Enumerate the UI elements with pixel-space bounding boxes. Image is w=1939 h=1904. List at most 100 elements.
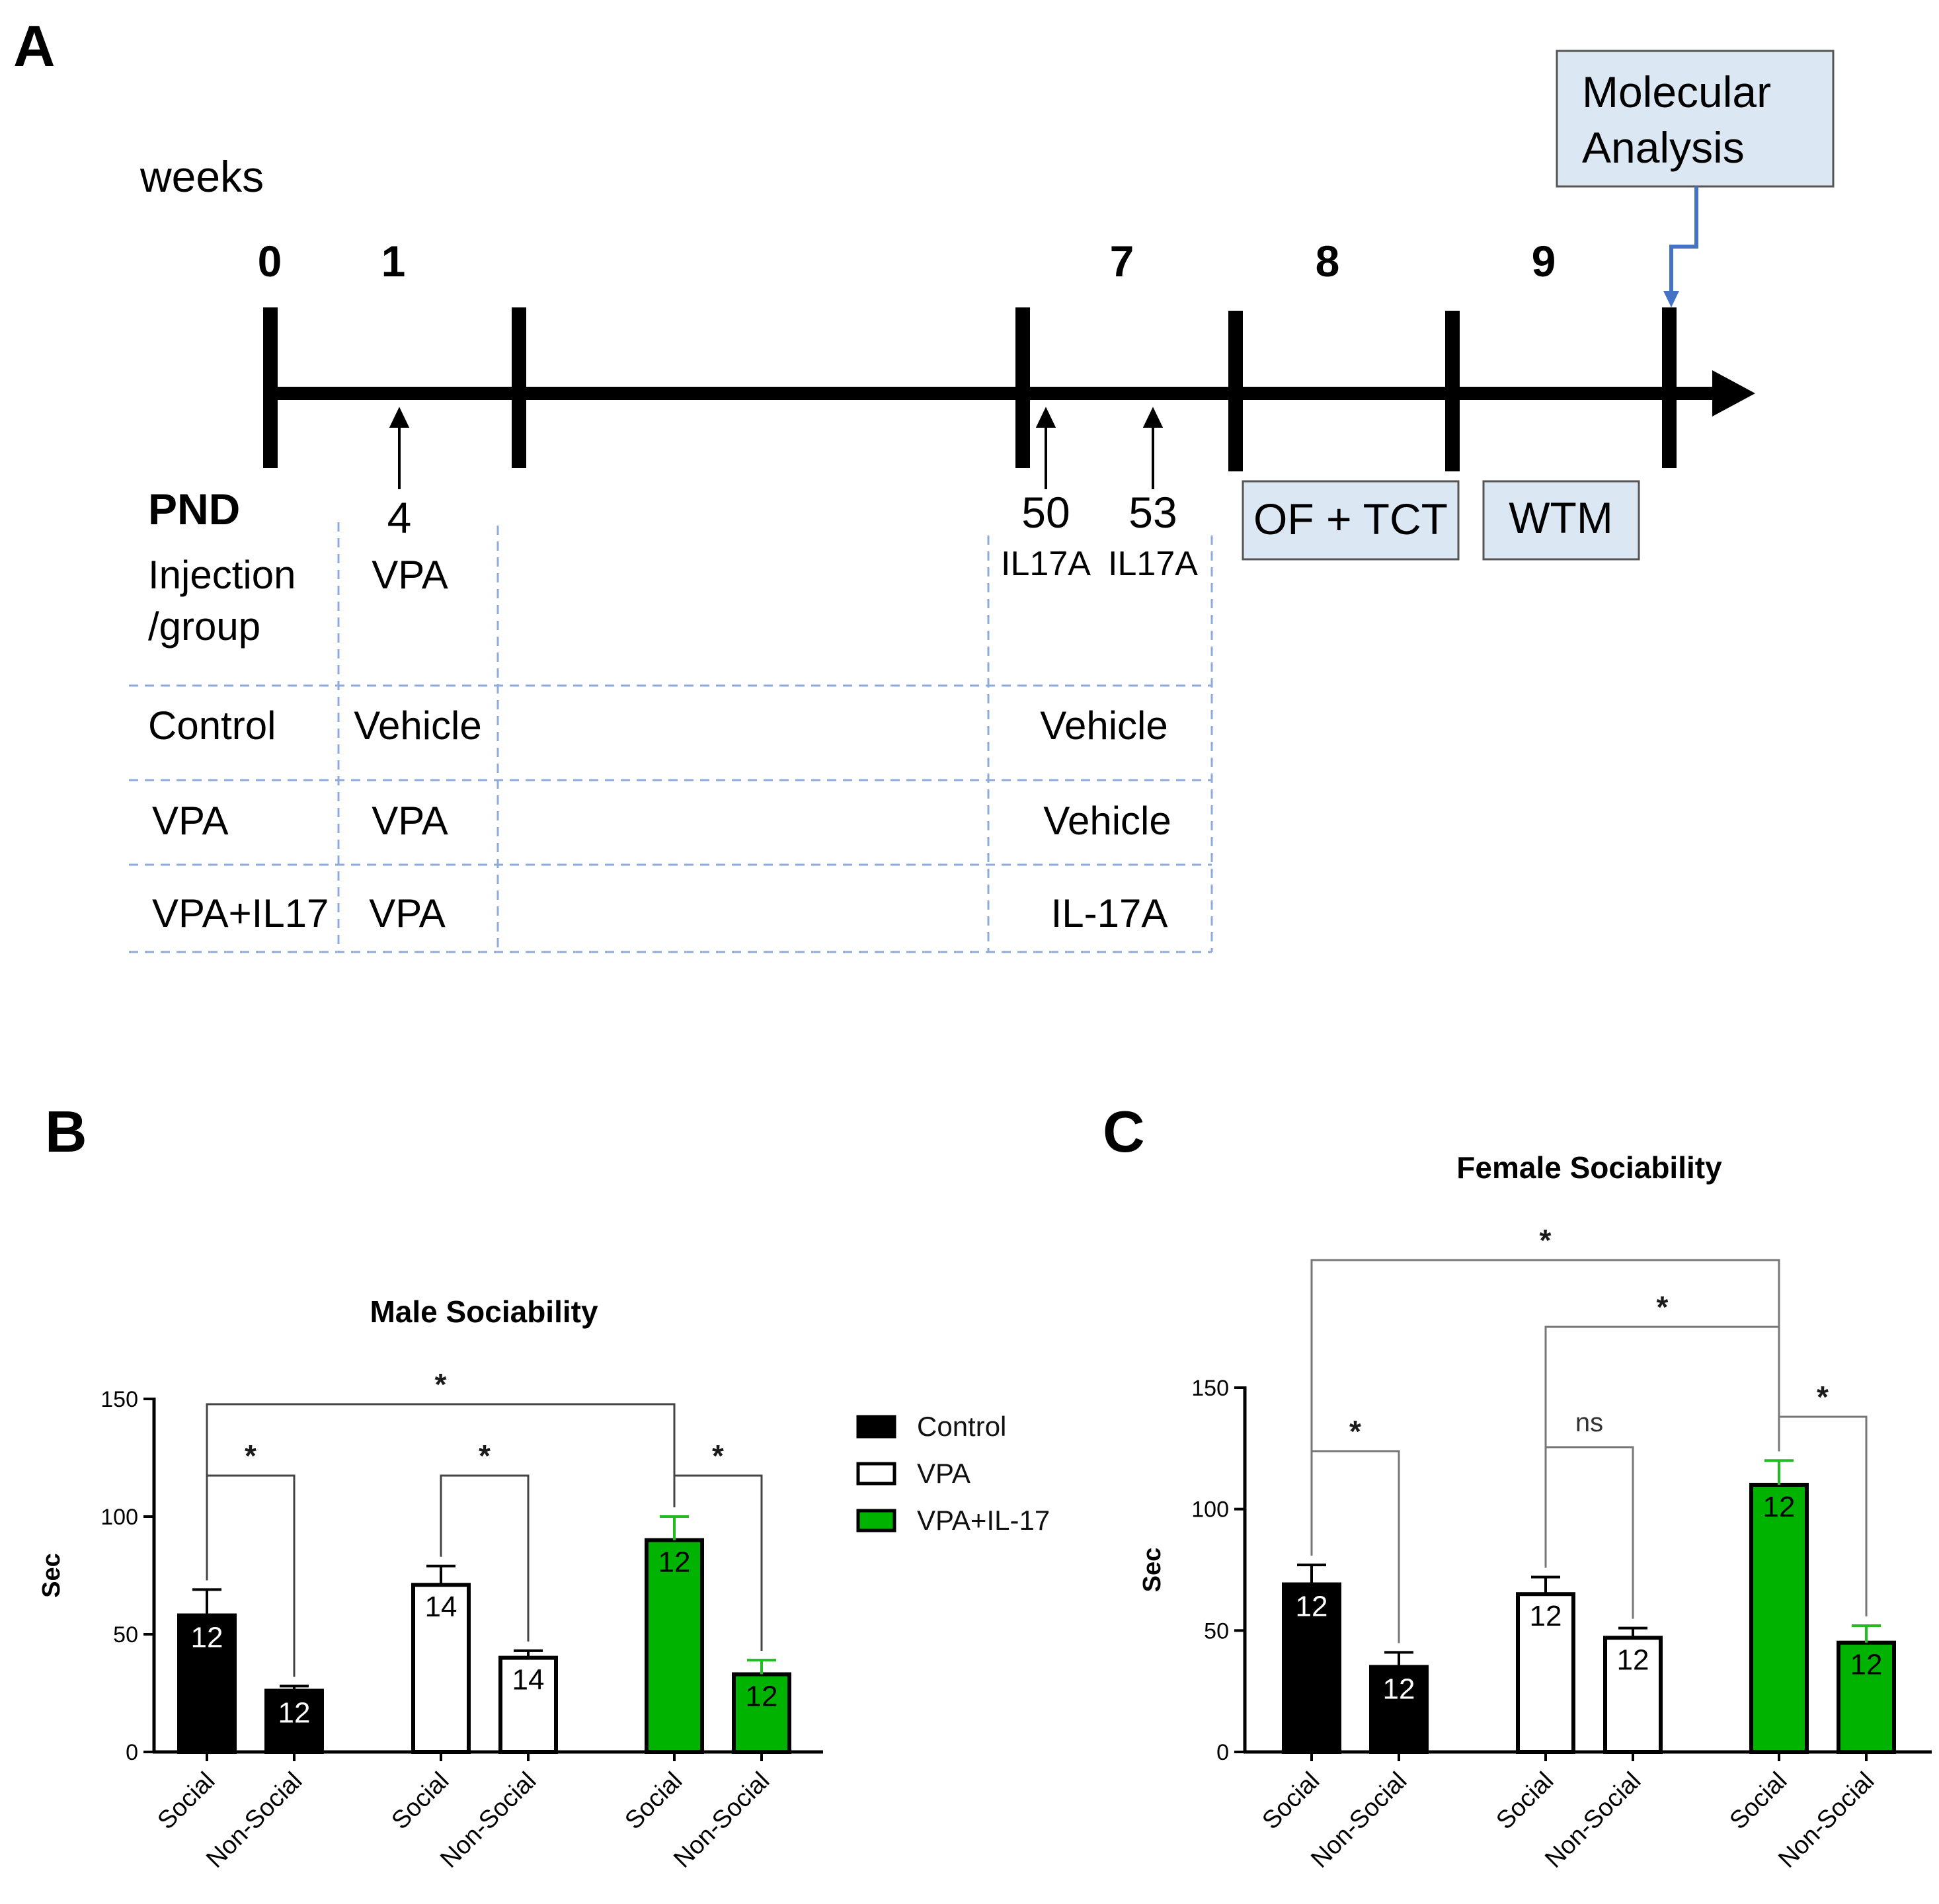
y-axis-label: Sec [1138, 1548, 1166, 1593]
timeline-tick-week-0 [263, 307, 278, 468]
bar [645, 1538, 704, 1755]
significance-label: * [435, 1367, 447, 1402]
design-table-grid [129, 522, 1213, 953]
y-tick-label: 150 [100, 1387, 138, 1412]
pnd-day-50: 50 [1021, 488, 1070, 537]
significance-bracket [1310, 1259, 1780, 1556]
x-tick-label: Social [1491, 1767, 1559, 1835]
bar-n-label: 12 [1383, 1673, 1415, 1705]
bar-n-label: 12 [1530, 1600, 1562, 1632]
chart-title: Female Sociability [1456, 1150, 1722, 1185]
injection-arrowhead-pnd4 [389, 407, 410, 428]
timeline-tick-week-8 [1228, 311, 1243, 471]
week-number-7: 7 [1110, 237, 1134, 286]
bar [498, 1655, 558, 1755]
legend: Control VPA VPA+IL-17 [856, 1411, 1050, 1536]
significance-label: * [1540, 1223, 1552, 1257]
legend-label-vpa: VPA [917, 1458, 970, 1489]
injection-arrowhead-pnd50 [1035, 407, 1056, 428]
bar-n-label: 12 [658, 1546, 691, 1579]
injection-label-vpa: VPA [372, 553, 448, 597]
significance-label: * [479, 1439, 491, 1473]
table-row-control-pnd50-53: Vehicle [1040, 703, 1167, 748]
of-tct-box [1242, 480, 1460, 561]
significance-label: * [712, 1439, 724, 1473]
bar [1369, 1665, 1429, 1755]
significance-label: * [1817, 1380, 1829, 1414]
x-tick-label: Social [152, 1767, 220, 1835]
bar-n-label: 12 [746, 1681, 778, 1713]
of-tct-label: OF + TCT [1253, 495, 1448, 543]
y-axis-label: Sec [38, 1553, 65, 1598]
significance-label: * [1657, 1290, 1669, 1324]
x-tick-label: Non-Social [201, 1767, 307, 1874]
chart-male-sociability: Male SociabilitySec05010015012Social12No… [38, 1294, 823, 1874]
legend-swatch-vpa [856, 1462, 896, 1486]
bar-n-label: 12 [191, 1622, 223, 1654]
chart-title: Male Sociability [370, 1294, 598, 1329]
pnd-day-53: 53 [1128, 488, 1177, 537]
week-number-9: 9 [1532, 237, 1556, 286]
table-row-control-pnd4: Vehicle [354, 703, 481, 748]
wtm-box [1482, 480, 1640, 561]
panel-a: A weeks 0 1 7 8 9 Molecular Analysis [13, 13, 1835, 953]
injection-arrowhead-pnd53 [1142, 407, 1164, 428]
pnd-label: PND [148, 485, 240, 534]
significance-label: * [1349, 1414, 1361, 1448]
x-tick-label: Social [386, 1767, 454, 1835]
injection-label-il17a-2: IL17A [1108, 545, 1198, 583]
legend-label-vpa-il17: VPA+IL-17 [917, 1505, 1050, 1536]
y-tick-label: 100 [1191, 1497, 1229, 1523]
x-tick-label: Social [1724, 1767, 1792, 1835]
table-row-vpa-il17-pnd50-53: IL-17A [1051, 891, 1168, 935]
table-row-vpa-group: VPA [152, 799, 229, 843]
timeline-tick-week-9 [1445, 311, 1460, 471]
bar-n-label: 12 [1617, 1644, 1649, 1676]
table-row-control-group: Control [148, 703, 276, 748]
bar-n-label: 12 [1850, 1649, 1883, 1681]
table-row-vpa-il17-group: VPA+IL17 [152, 891, 329, 935]
timeline-arrowhead [1712, 370, 1755, 416]
y-tick-label: 0 [1216, 1740, 1229, 1765]
significance-label: * [245, 1439, 257, 1473]
x-tick-label: Social [1257, 1767, 1325, 1835]
bar [732, 1672, 791, 1755]
bar-n-label: 12 [278, 1696, 311, 1729]
y-tick-label: 50 [113, 1622, 138, 1647]
week-number-1: 1 [381, 237, 406, 286]
molecular-analysis-arrowhead [1663, 291, 1679, 307]
x-tick-label: Non-Social [1773, 1767, 1880, 1874]
significance-label: ns [1575, 1408, 1603, 1437]
timeline-tick-week-7 [1015, 307, 1030, 468]
significance-bracket [206, 1403, 676, 1581]
bar [1282, 1582, 1341, 1755]
table-row-vpa-pnd4: VPA [372, 799, 448, 843]
timeline-tick-end [1662, 307, 1677, 468]
x-tick-label: Non-Social [1540, 1767, 1646, 1874]
bar [1749, 1482, 1809, 1755]
y-tick-label: 100 [100, 1505, 138, 1530]
molecular-analysis-connector [1669, 186, 1698, 294]
x-tick-label: Non-Social [1306, 1767, 1412, 1874]
injection-label-il17a-1: IL17A [1001, 545, 1091, 583]
significance-bracket [440, 1474, 530, 1642]
pnd-day-4: 4 [387, 493, 412, 542]
legend-label-control: Control [917, 1411, 1006, 1442]
table-header-line1: Injection [148, 553, 296, 597]
y-tick-label: 150 [1191, 1376, 1229, 1401]
wtm-label: WTM [1509, 493, 1613, 542]
week-number-0: 0 [258, 237, 282, 286]
panel-label-b: B [45, 1099, 87, 1164]
y-tick-label: 50 [1204, 1618, 1229, 1644]
table-row-vpa-pnd50-53: Vehicle [1043, 799, 1171, 843]
bar [264, 1688, 324, 1754]
molecular-analysis-line1: Molecular [1582, 67, 1771, 116]
molecular-analysis-box [1556, 50, 1835, 188]
panel-label-a: A [13, 13, 56, 79]
panel-label-c: C [1103, 1099, 1145, 1164]
bar-n-label: 14 [425, 1591, 457, 1623]
bar-n-label: 12 [1296, 1591, 1328, 1623]
x-tick-label: Non-Social [435, 1767, 541, 1874]
legend-swatch-vpa-il17 [856, 1509, 896, 1532]
